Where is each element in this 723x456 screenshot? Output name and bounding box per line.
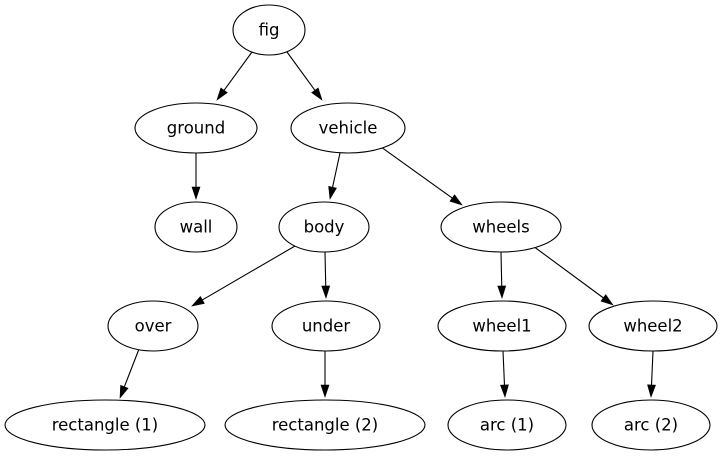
edge-arrowhead: [500, 384, 509, 398]
node-ellipse-ground[interactable]: [134, 102, 258, 154]
node-arc2[interactable]: arc (2): [591, 399, 711, 451]
edge-line: [380, 146, 453, 199]
node-ellipse-wheels[interactable]: [440, 201, 562, 253]
edge-line: [286, 51, 316, 91]
node-ellipse-arc2[interactable]: [591, 399, 711, 451]
node-arc1[interactable]: arc (1): [447, 399, 567, 451]
node-ellipse-wheel2[interactable]: [588, 300, 718, 352]
edge-body-to-under: [321, 251, 331, 299]
node-label-wall: wall: [180, 218, 213, 237]
edge-arrowhead: [119, 384, 129, 399]
node-rectangle2[interactable]: rectangle (2): [224, 399, 426, 451]
edge-wheels-to-wheel1: [497, 251, 507, 299]
node-ellipse-over[interactable]: [107, 300, 199, 352]
edges-layer: [119, 51, 656, 399]
edge-arrowhead: [600, 294, 614, 306]
node-wall[interactable]: wall: [154, 201, 238, 253]
node-label-body: body: [304, 218, 345, 237]
node-ellipse-body[interactable]: [278, 201, 370, 253]
edge-line: [332, 152, 341, 188]
node-label-over: over: [135, 317, 172, 336]
edge-line: [223, 51, 253, 91]
node-vehicle[interactable]: vehicle: [290, 102, 406, 154]
edge-arrowhead: [311, 87, 323, 101]
edge-arrowhead: [191, 186, 201, 200]
node-label-rectangle1: rectangle (1): [52, 416, 159, 435]
node-label-vehicle: vehicle: [319, 119, 378, 138]
edge-line: [202, 245, 296, 301]
edge-line: [500, 251, 503, 287]
node-ellipse-rectangle1[interactable]: [4, 399, 206, 451]
edge-vehicle-to-body: [328, 152, 341, 200]
edge-arrowhead: [320, 384, 330, 398]
node-label-under: under: [302, 317, 351, 336]
edge-fig-to-ground: [216, 51, 253, 101]
edge-line: [650, 350, 654, 386]
node-label-wheels: wheels: [472, 218, 529, 237]
node-body[interactable]: body: [278, 201, 370, 253]
edge-over-to-rectangle1: [119, 348, 140, 399]
edge-wheels-to-wheel2: [532, 245, 614, 306]
edge-wheel2-to-arc2: [647, 350, 656, 398]
edge-fig-to-vehicle: [286, 51, 323, 101]
node-ground[interactable]: ground: [134, 102, 258, 154]
edge-arrowhead: [449, 194, 463, 206]
node-over[interactable]: over: [107, 300, 199, 352]
node-label-arc2: arc (2): [624, 416, 678, 435]
edge-arrowhead: [216, 87, 228, 101]
node-label-rectangle2: rectangle (2): [272, 416, 379, 435]
edge-body-to-over: [191, 245, 296, 307]
node-wheels[interactable]: wheels: [440, 201, 562, 253]
node-label-arc1: arc (1): [480, 416, 534, 435]
node-ellipse-rectangle2[interactable]: [224, 399, 426, 451]
node-under[interactable]: under: [271, 300, 381, 352]
edge-ground-to-wall: [191, 153, 201, 200]
edge-arrowhead: [647, 384, 656, 398]
node-ellipse-arc1[interactable]: [447, 399, 567, 451]
node-rectangle1[interactable]: rectangle (1): [4, 399, 206, 451]
node-wheel1[interactable]: wheel1: [437, 300, 567, 352]
edge-line: [324, 251, 327, 287]
edge-line: [123, 348, 140, 388]
edge-arrowhead: [321, 285, 331, 299]
node-label-fig: fig: [259, 21, 280, 40]
node-fig[interactable]: fig: [232, 4, 306, 56]
node-label-wheel2: wheel2: [623, 317, 682, 336]
node-ellipse-under[interactable]: [271, 300, 381, 352]
node-ellipse-vehicle[interactable]: [290, 102, 406, 154]
edge-wheel1-to-arc1: [500, 350, 509, 398]
node-ellipse-fig[interactable]: [232, 4, 306, 56]
edge-line: [502, 350, 506, 386]
node-label-wheel1: wheel1: [472, 317, 531, 336]
nodes-layer: fig ground vehicle wall body wheels over under w…: [4, 4, 718, 451]
edge-vehicle-to-wheels: [380, 146, 463, 206]
edge-arrowhead: [191, 295, 205, 307]
edge-arrowhead: [497, 285, 507, 299]
edge-line: [532, 245, 604, 299]
node-ellipse-wheel1[interactable]: [437, 300, 567, 352]
edge-under-to-rectangle2: [320, 351, 330, 398]
node-label-ground: ground: [167, 119, 225, 138]
node-wheel2[interactable]: wheel2: [588, 300, 718, 352]
edge-arrowhead: [328, 186, 337, 200]
node-ellipse-wall[interactable]: [154, 201, 238, 253]
